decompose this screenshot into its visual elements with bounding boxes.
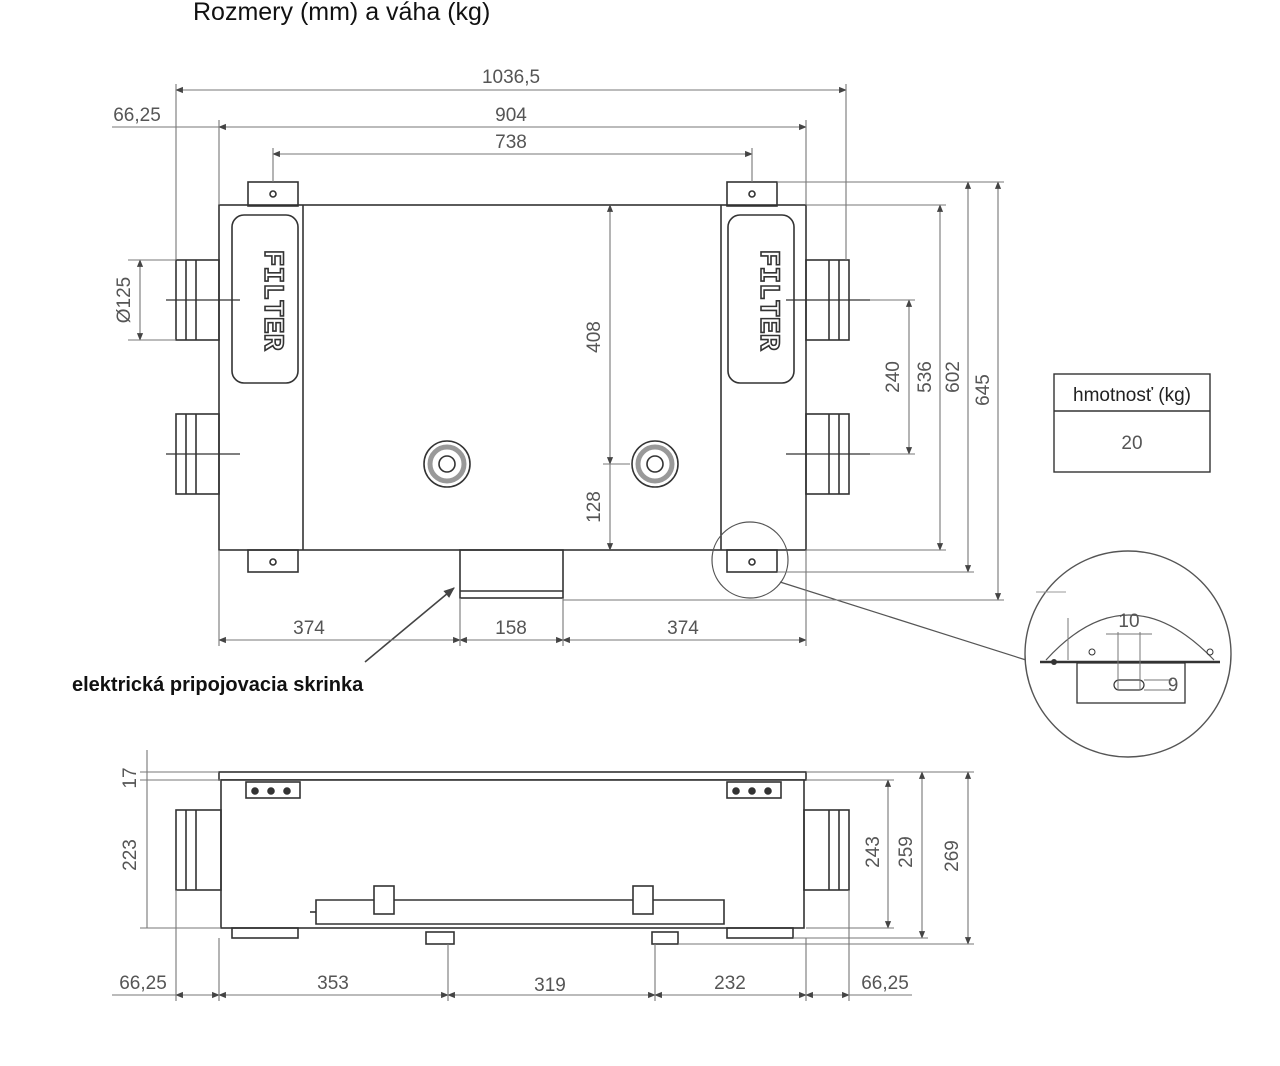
dim-lower-offset: 128 xyxy=(584,491,605,523)
dim-side-offset-left: 66,25 xyxy=(119,973,167,994)
dim-segment-a: 353 xyxy=(317,973,349,994)
side-view xyxy=(175,771,850,945)
knob-left xyxy=(423,440,471,488)
dim-bracket-spacing: 738 xyxy=(495,132,527,153)
detail-view xyxy=(1024,550,1232,758)
bracket-bottom-left xyxy=(247,549,299,573)
dim-bottom-right: 374 xyxy=(667,618,699,639)
junction-box xyxy=(459,549,564,599)
top-view xyxy=(166,181,1027,663)
dim-inner-height: 408 xyxy=(584,321,605,353)
dim-duct-spacing: 240 xyxy=(883,361,904,393)
dim-body-depth: 536 xyxy=(915,361,936,393)
side-foot-left xyxy=(231,927,299,939)
filter-window-right xyxy=(727,214,795,384)
top-view-dimensions xyxy=(112,84,1004,646)
dim-detail-hole-height: 9 xyxy=(1168,675,1179,696)
dim-detail-hole-width: 10 xyxy=(1118,611,1139,632)
dim-bottom-middle: 158 xyxy=(495,618,527,639)
junction-box-callout: elektrická pripojovacia skrinka xyxy=(72,674,364,696)
dim-overall-width: 1036,5 xyxy=(482,67,540,88)
dim-offset-left: 66,25 xyxy=(113,105,161,126)
side-duct-left xyxy=(175,809,222,891)
dim-height-c: 269 xyxy=(942,840,963,872)
dim-duct-height: 223 xyxy=(120,839,141,871)
dim-segment-c: 232 xyxy=(714,973,746,994)
dim-segment-b: 319 xyxy=(534,975,566,996)
filter-window-left xyxy=(231,214,299,384)
dim-bracket-depth: 602 xyxy=(943,361,964,393)
bracket-top-right xyxy=(726,181,778,207)
unit-body xyxy=(218,204,807,551)
filter-label-left: FILTER xyxy=(256,250,287,351)
dim-height-a: 243 xyxy=(863,836,884,868)
bracket-bottom-right xyxy=(726,549,778,573)
bracket-top-left xyxy=(247,181,299,207)
detail-marker xyxy=(711,521,789,599)
page-title: Rozmery (mm) a váha (kg) xyxy=(193,0,491,26)
side-view-dimensions xyxy=(112,750,974,1001)
dim-height-b: 259 xyxy=(896,836,917,868)
weight-table-header: hmotnosť (kg) xyxy=(1073,385,1191,406)
dim-top-offset: 17 xyxy=(120,767,141,788)
filter-label-right: FILTER xyxy=(752,250,783,351)
dim-side-offset-right: 66,25 xyxy=(861,973,909,994)
dim-overall-depth: 645 xyxy=(973,374,994,406)
dim-duct-diameter: Ø125 xyxy=(114,277,135,323)
dim-bottom-left: 374 xyxy=(293,618,325,639)
side-body xyxy=(220,779,805,929)
weight-table-value: 20 xyxy=(1121,433,1142,454)
side-bracket-right xyxy=(726,781,782,799)
side-foot-right xyxy=(726,927,794,939)
weight-table xyxy=(1053,373,1211,473)
side-bracket-left xyxy=(245,781,301,799)
dim-body-width: 904 xyxy=(495,105,527,126)
knob-right xyxy=(631,440,679,488)
side-duct-right xyxy=(803,809,850,891)
